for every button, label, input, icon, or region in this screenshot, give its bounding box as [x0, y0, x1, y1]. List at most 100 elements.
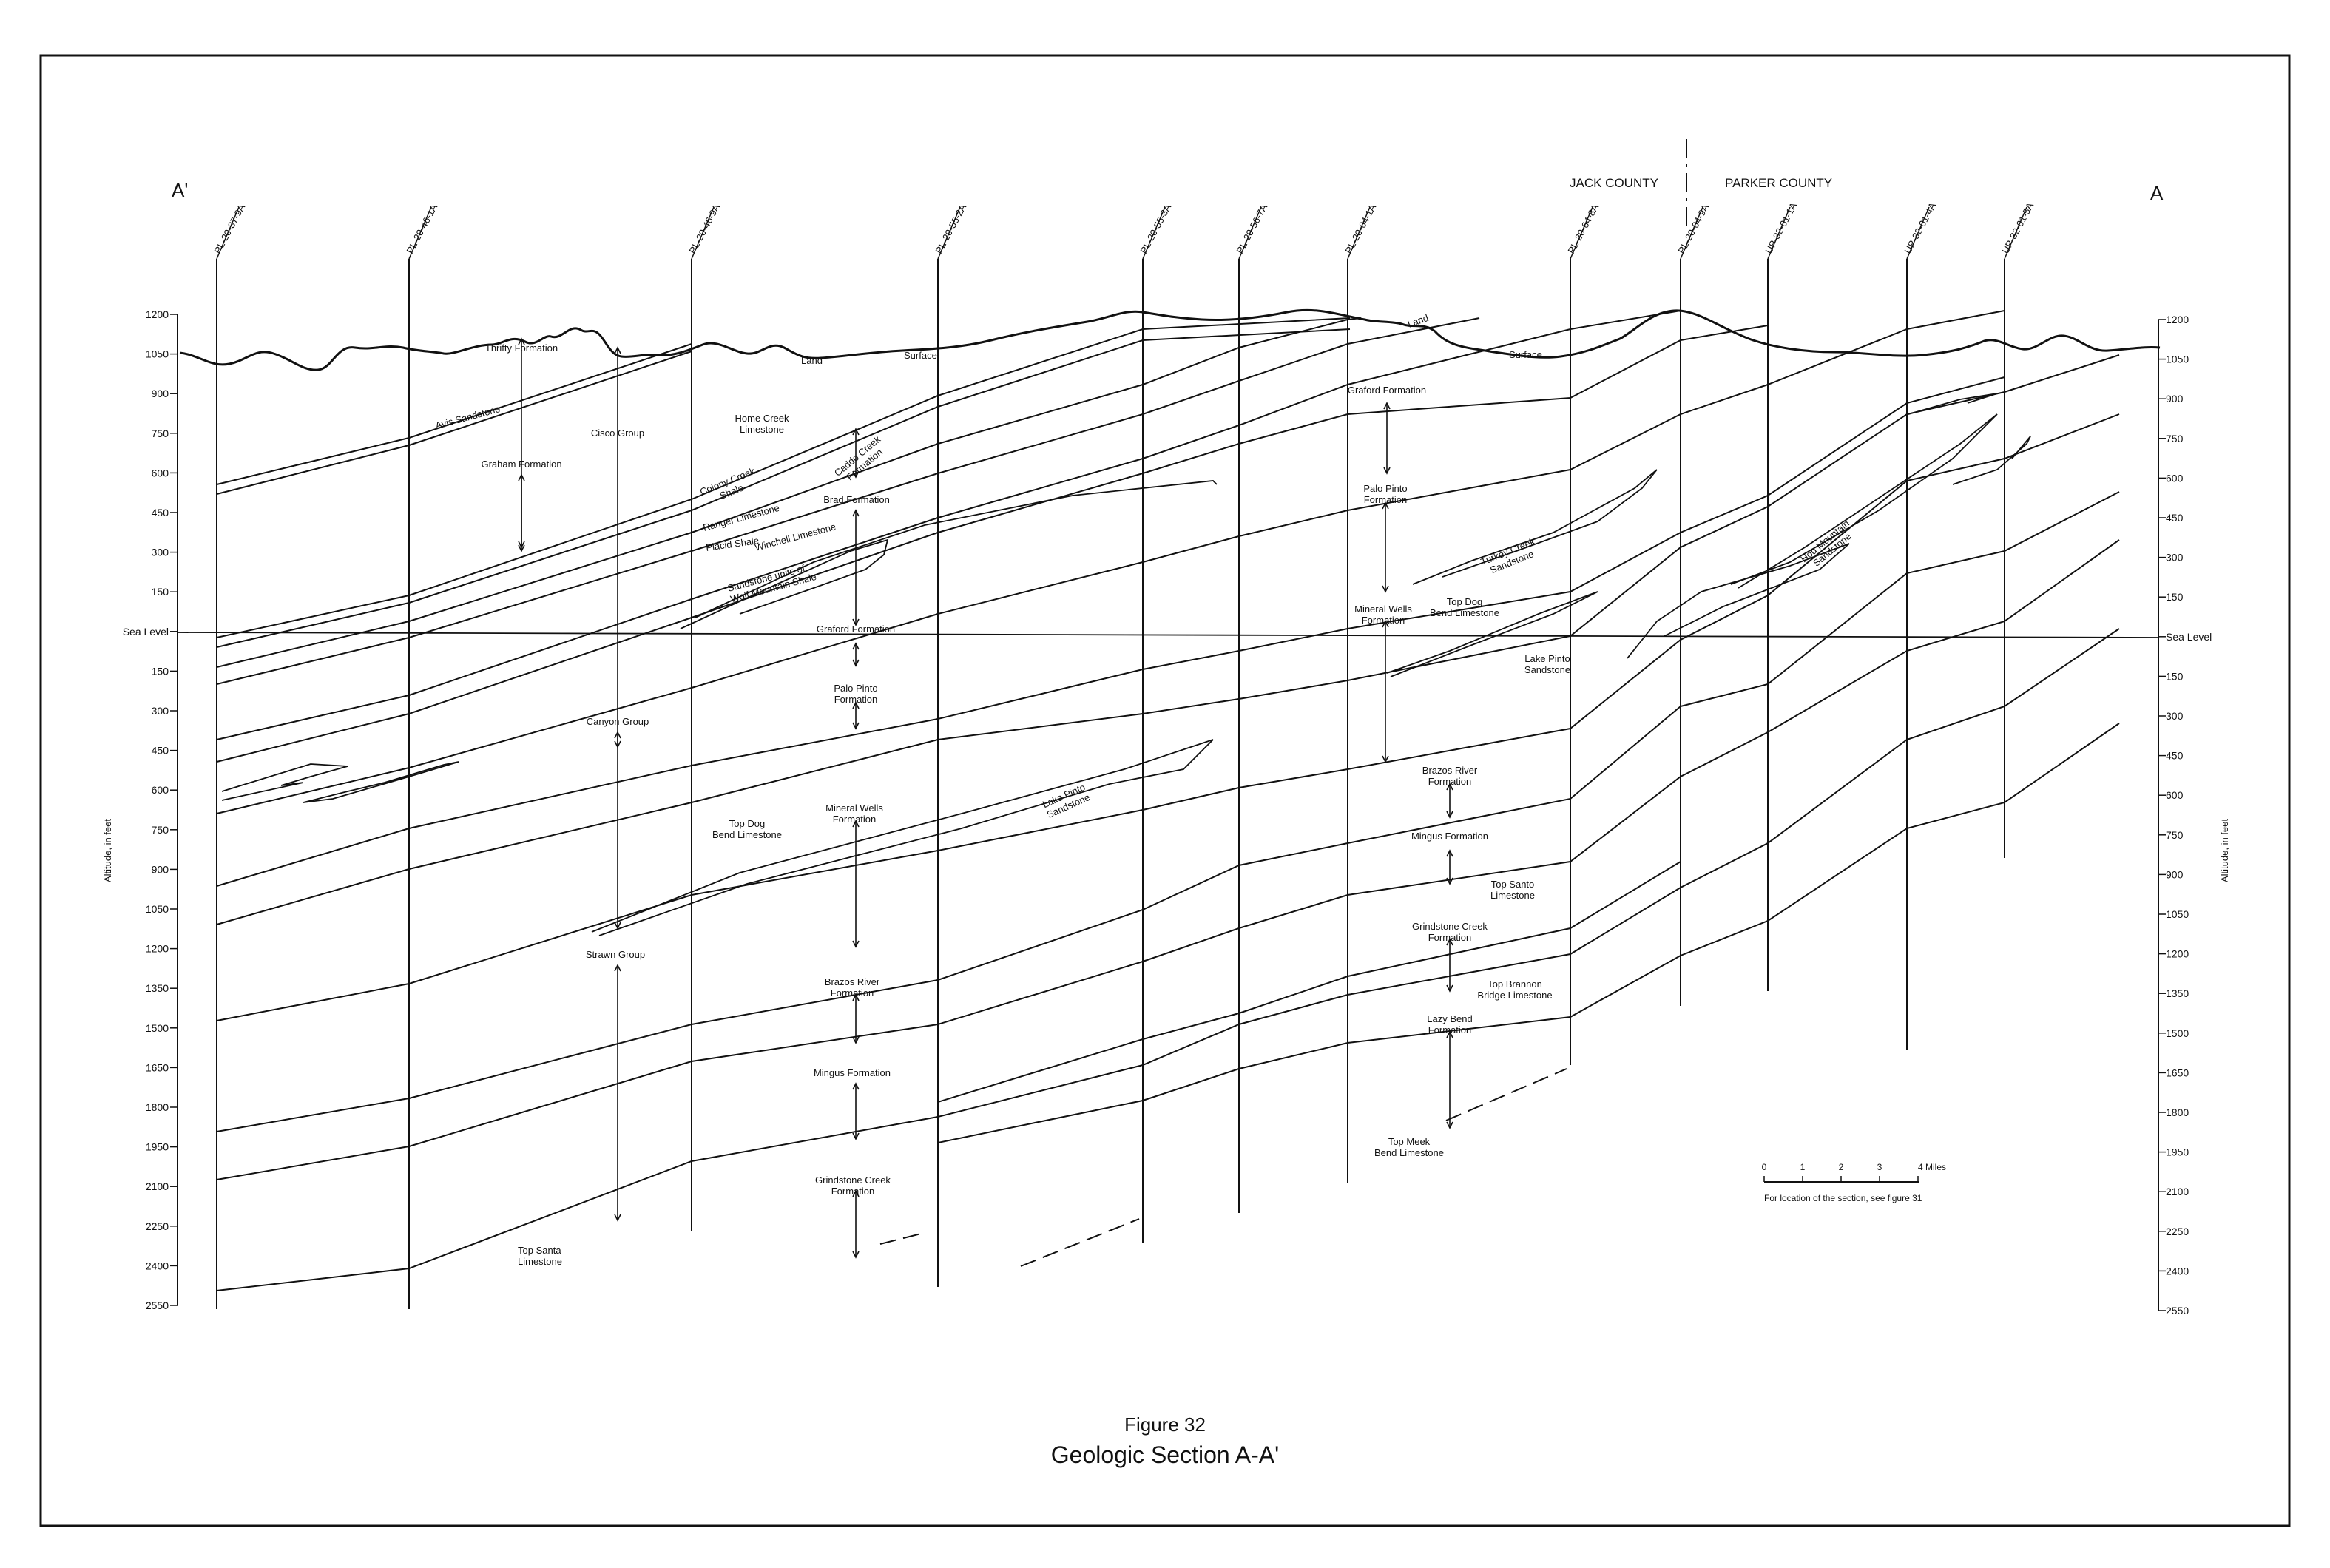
- arrow-head: [1446, 1030, 1453, 1038]
- axis-tick-label: 1200: [146, 308, 169, 320]
- lens-winchell: [695, 480, 1218, 618]
- contact-line-5: [216, 317, 1362, 668]
- county-label-right: PARKER COUNTY: [1725, 176, 1832, 190]
- arrow-head: [852, 1082, 860, 1090]
- axis-tick-label: 1800: [2166, 1106, 2189, 1118]
- well-label-9: PL-20-64-9A: [1675, 202, 1711, 255]
- surface-label-4: Surface: [1509, 349, 1542, 360]
- lens-turkey-creek: [1412, 469, 1658, 585]
- axis-tick-label: 1050: [2166, 354, 2189, 365]
- arrow-head: [852, 1036, 860, 1044]
- axis-tick-label: 2550: [146, 1300, 169, 1311]
- well-leader-4: [937, 206, 961, 260]
- axis-tick-label: 1800: [146, 1101, 169, 1113]
- contact-line-1: [216, 343, 692, 485]
- well-leader-3: [691, 206, 715, 260]
- arrow-head: [518, 337, 525, 345]
- label-graford_c: Graford Formation: [817, 624, 895, 635]
- axis-tick-label: 1200: [2166, 948, 2189, 960]
- axis-tick-label: 750: [2166, 829, 2184, 841]
- arrow-head: [614, 964, 621, 972]
- arrow-head: [852, 642, 860, 650]
- section-end-left-label: A': [172, 179, 188, 201]
- axis-tick-label: 1500: [146, 1022, 169, 1034]
- dashed-contact-1: [879, 1233, 922, 1245]
- well-label-1: PL-20-37-9A: [212, 202, 247, 255]
- arrow-head: [614, 1214, 621, 1222]
- axis-tick-label: 300: [152, 705, 169, 717]
- contact-line-4: [216, 328, 1351, 648]
- well-leader-7: [1347, 206, 1371, 260]
- lens-lake-pinto-right: [1627, 543, 1850, 659]
- label-winchell: Winchell Limestone: [754, 521, 837, 553]
- left-axis-title: Altitude, in feet: [102, 819, 113, 882]
- axis-tick-label: 300: [152, 547, 169, 558]
- arrow-head: [614, 922, 621, 930]
- label-brad: Brad Formation: [823, 494, 890, 505]
- scale-tick-label: 4 Miles: [1918, 1162, 1946, 1172]
- axis-tick-label: 900: [152, 388, 169, 399]
- axis-tick-label: 750: [2166, 433, 2184, 445]
- lens-lower-left-2: [303, 761, 459, 803]
- axis-tick-label: 900: [2166, 393, 2184, 405]
- arrow-head: [614, 346, 621, 354]
- label-lakepinto_c: Lake PintoSandstone: [1041, 781, 1092, 820]
- figure-title: Geologic Section A-A': [1051, 1442, 1280, 1468]
- land-surface-line: [179, 308, 2161, 371]
- axis-tick-label: 1950: [2166, 1146, 2189, 1158]
- arrow-head: [1446, 938, 1453, 946]
- arrow-head: [852, 820, 860, 828]
- arrow-head: [852, 1132, 860, 1140]
- section-end-right-label: A: [2150, 182, 2164, 204]
- axis-tick-label: 1350: [146, 982, 169, 994]
- axis-tick-label: 450: [2166, 750, 2184, 762]
- surface-label-1: Land: [801, 355, 823, 366]
- county-label-left: JACK COUNTY: [1570, 176, 1658, 190]
- axis-tick-label: 2100: [2166, 1186, 2189, 1197]
- lens-hog-mountain: [1730, 413, 1998, 589]
- axis-tick-label: 450: [152, 507, 169, 518]
- well-label-3: PL-20-46-9A: [686, 202, 722, 255]
- well-label-2: PL-20-46-1A: [404, 202, 439, 255]
- well-leader-1: [216, 206, 240, 260]
- axis-tick-label: 750: [152, 824, 169, 836]
- label-wolfmtn: Sandstone units ofWolf Mountain Shale: [726, 560, 817, 604]
- thickness-arrows: [518, 337, 1453, 1259]
- arrow-head: [1446, 783, 1453, 791]
- well-leader-6: [1238, 206, 1262, 260]
- surface-label-2: Surface: [904, 350, 937, 361]
- scale-note: For location of the section, see figure …: [1764, 1193, 1922, 1203]
- axis-tick-label: 600: [152, 467, 169, 479]
- axis-tick-label: 1950: [146, 1141, 169, 1153]
- axis-tick-label: 2100: [146, 1180, 169, 1192]
- axis-tick-label: 2250: [2166, 1226, 2189, 1237]
- axis-tick-label: 150: [152, 586, 169, 598]
- well-leader-9: [1680, 206, 1703, 260]
- axis-tick-label: Sea Level: [123, 626, 169, 638]
- arrow-head: [852, 659, 860, 667]
- lens-top-right: [1908, 393, 1998, 415]
- arrow-head: [852, 1189, 860, 1197]
- arrow-head: [852, 428, 860, 436]
- axis-tick-label: 450: [152, 745, 169, 757]
- well-label-6: PL-20-56-7A: [1234, 202, 1269, 255]
- arrow-head: [852, 1251, 860, 1259]
- arrow-head: [614, 731, 621, 739]
- arrow-head: [1382, 755, 1389, 763]
- sheet-border: [39, 54, 2291, 1527]
- label-mingus_c: Mingus Formation: [814, 1067, 891, 1078]
- axis-tick-label: 1650: [2166, 1067, 2189, 1078]
- axis-tick-label: 300: [2166, 552, 2184, 564]
